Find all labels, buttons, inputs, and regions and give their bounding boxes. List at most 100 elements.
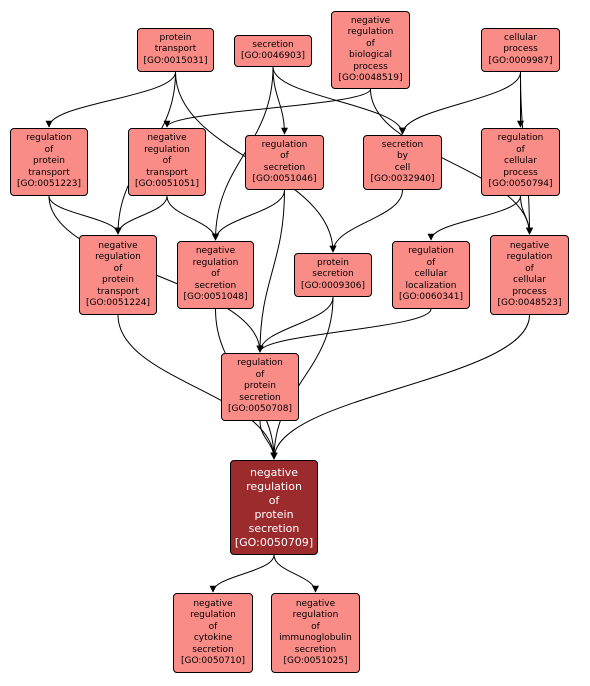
node-label-line: of (366, 38, 375, 49)
node-label-line: negative (350, 15, 391, 26)
node-label-line: regulation (261, 139, 308, 150)
node-label-line: of (113, 263, 123, 274)
node-label-line: [GO:0051048] (183, 292, 248, 303)
node-label-line: protein (254, 507, 294, 521)
node-label-line: secretion (252, 39, 294, 50)
node-label-line: protein (102, 275, 134, 285)
node-label-line: process (512, 286, 547, 297)
node-label-line: regulation (190, 610, 236, 620)
node-label-line: regulation (292, 610, 339, 620)
edge-go0051051-to-go0051224 (114, 195, 168, 235)
node-label-line: [GO:0050709] (234, 535, 314, 549)
node-label-line: process (353, 61, 388, 72)
node-label-line: negative (295, 598, 336, 609)
edge-go0015031-to-go0051223 (45, 71, 176, 128)
node-label-line: negative (193, 598, 233, 609)
node-label-line: regulation (408, 246, 454, 257)
node-label-line: negative (195, 246, 236, 257)
node-label-line: regulation (192, 257, 239, 268)
node-label-line: [GO:0046903] (240, 51, 306, 61)
node-label-line: immunoglobulin (279, 633, 352, 643)
node-label-line: cellular (504, 156, 537, 167)
edge-go0051224-to-go0050709 (117, 314, 278, 460)
node-label-line: negative (147, 133, 187, 144)
edge-go0048519-to-go0048523 (370, 88, 533, 235)
edge-go0048523-to-go0050709 (270, 314, 530, 460)
node-label-line: of (208, 621, 218, 632)
node-go0046903[interactable]: secretion[GO:0046903] (234, 35, 312, 67)
node-label-line: of (525, 263, 534, 274)
node-label-line: [GO:0051223] (16, 179, 82, 190)
edge-go0050794-to-go0060341 (427, 195, 521, 241)
node-label-line: process (503, 44, 538, 55)
node-label-line: [GO:0050708] (227, 404, 293, 415)
node-label-line: transport (97, 286, 139, 297)
node-label-line: secretion (294, 644, 337, 655)
node-label-line: [GO:0051224] (85, 298, 151, 308)
edge-go0046903-to-go0051048 (212, 66, 274, 241)
edge-go0032940-to-go0009306 (329, 189, 403, 253)
node-label-line: of (268, 493, 280, 507)
node-label-line: of (311, 621, 320, 632)
node-label-line: of (255, 369, 265, 380)
edge-go0050709-to-go0051025 (273, 554, 319, 593)
node-label-line: secretion (194, 280, 237, 291)
node-label-line: cellular (504, 32, 537, 43)
node-label-line: secretion (192, 644, 234, 655)
node-label-line: of (280, 151, 289, 161)
edge-go0046903-to-go0032940 (272, 66, 406, 135)
node-label-line: regulation (497, 133, 544, 144)
edge-go0046903-to-go0051046 (272, 66, 288, 135)
node-label-line: [GO:0015031] (143, 55, 208, 66)
edge-go0009306-to-go0050709 (270, 296, 334, 460)
node-label-line: [GO:0051025] (283, 656, 348, 666)
node-label-line: cellular (414, 269, 448, 280)
node-label-line: [GO:0051051] (134, 179, 200, 190)
edge-go0050794-to-go0048523 (520, 195, 533, 235)
node-label-line: cytokine (193, 633, 233, 643)
node-label-line: of (211, 269, 220, 280)
node-label-line: secretion (263, 162, 306, 173)
node-label-line: of (162, 156, 172, 167)
node-label-line: [GO:0050794] (488, 179, 553, 190)
edge-go0050709-to-go0050710 (209, 554, 275, 593)
node-label-line: secretion (312, 269, 354, 280)
node-label-line: regulation (95, 252, 141, 262)
edge-go0051046-to-go0050708 (256, 189, 285, 353)
node-label-line: [GO:0048519] (338, 73, 403, 83)
node-label-line: [GO:0060341] (398, 292, 464, 303)
node-label-line: [GO:0048523] (497, 298, 562, 308)
node-label-line: secretion (248, 521, 300, 535)
edge-go0009306-to-go0050708 (256, 296, 334, 353)
node-label-line: localization (405, 280, 457, 291)
node-label-line: secretion (381, 139, 424, 150)
node-label-line: regulation (237, 358, 283, 369)
node-label-line: transport (154, 44, 197, 55)
node-label-line: negative (509, 240, 550, 251)
node-label-line: regulation (26, 133, 72, 144)
node-label-line: regulation (246, 479, 302, 493)
edge-go0060341-to-go0050708 (256, 308, 432, 353)
node-label-line: [GO:0032940] (370, 174, 435, 184)
edge-go0051046-to-go0051048 (212, 189, 285, 241)
node-label-line: secretion (239, 392, 281, 403)
